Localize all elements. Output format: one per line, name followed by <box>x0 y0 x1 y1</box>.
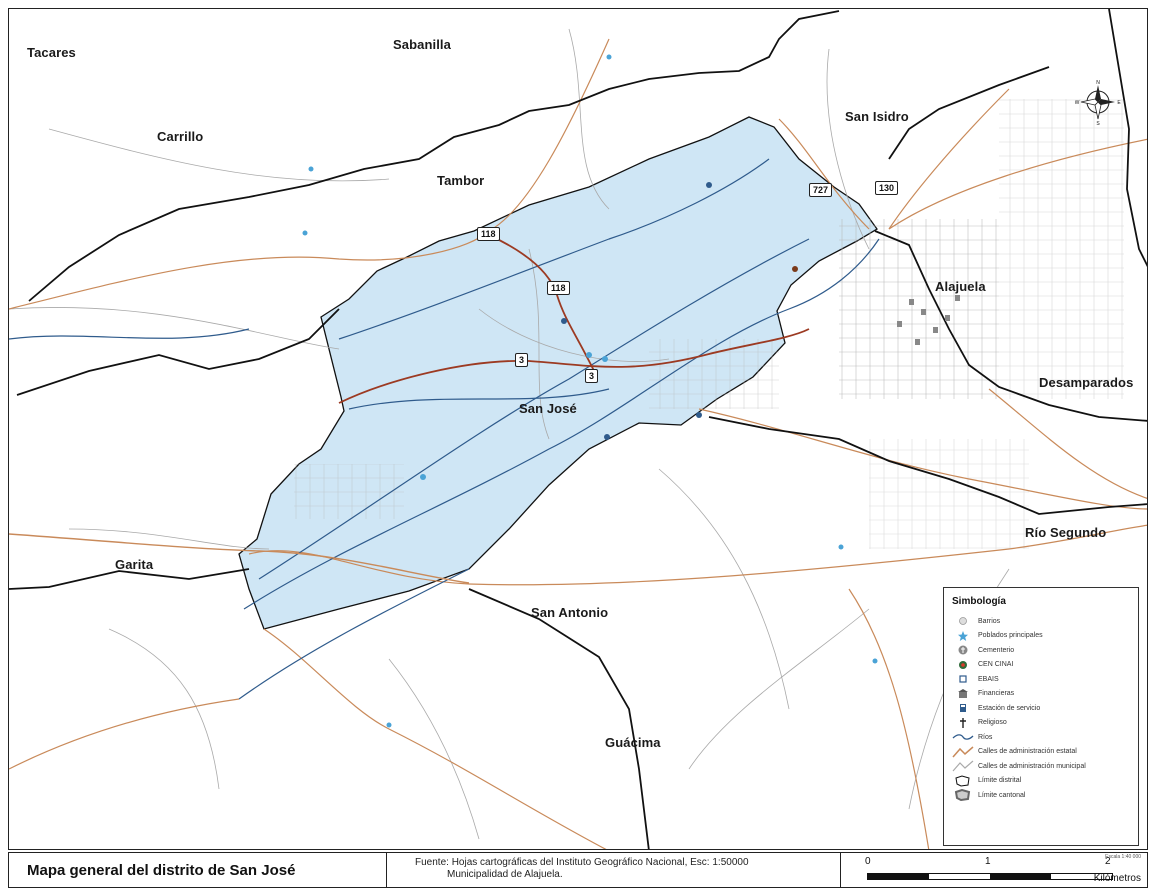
map-title: Mapa general del distrito de San José <box>9 853 387 887</box>
cross-icon <box>952 716 974 730</box>
place-label-desamparados: Desamparados <box>1039 375 1134 390</box>
legend-item-label: Cementerio <box>978 646 1015 654</box>
source-line-2: Municipalidad de Alajuela. <box>447 869 563 880</box>
legend-item-calles-municipal: Calles de administración municipal <box>952 759 1130 774</box>
legend-item-poblados: Poblados principales <box>952 629 1130 644</box>
legend-item-financieras: Financieras <box>952 687 1130 702</box>
route-shield-727: 727 <box>809 183 833 197</box>
cemetery-icon <box>952 643 974 657</box>
canton-boundaries <box>9 9 1147 849</box>
scale-bar-panel: 0 1 2 Escala 1:40 000 Kilómetros <box>841 853 1147 887</box>
legend-item-label: Estación de servicio <box>978 704 1041 712</box>
route-shield-118: 118 <box>547 281 570 295</box>
compass-south: S <box>1096 121 1100 125</box>
compass-rose-icon: N S E W <box>1075 80 1121 125</box>
legend-item-label: Límite cantonal <box>978 791 1026 799</box>
legend-item-label: Barrios <box>978 617 1001 625</box>
compass-west: W <box>1075 100 1080 106</box>
star-icon <box>952 629 974 643</box>
scale-label-1: 1 <box>985 856 991 867</box>
legend-item-label: CEN CINAI <box>978 661 1014 669</box>
map-frame: Tacares Sabanilla Carrillo Tambor San Is… <box>8 8 1148 850</box>
highway-interamericana <box>9 533 470 584</box>
place-label-san-jose: San José <box>519 401 577 416</box>
scale-label-0: 0 <box>865 856 871 867</box>
legend-item-label: EBAIS <box>978 675 999 683</box>
street-grid-alajuela <box>839 219 999 399</box>
legend-item-limite-cantonal: Límite cantonal <box>952 788 1130 803</box>
compass-east: E <box>1117 100 1121 106</box>
place-label-garita: Garita <box>115 557 154 572</box>
bank-icon <box>952 687 974 701</box>
cen-cinai-icon <box>952 658 974 672</box>
legend-item-barrios: Barrios <box>952 614 1130 629</box>
route-shield-130: 130 <box>875 181 899 195</box>
river-icon <box>952 730 974 744</box>
legend-item-label: Religioso <box>978 719 1007 727</box>
place-label-tacares: Tacares <box>27 45 76 60</box>
ebais-icon <box>952 672 974 686</box>
place-label-carrillo: Carrillo <box>157 129 204 144</box>
legend-item-label: Poblados principales <box>978 632 1043 640</box>
legend-title: Simbología <box>952 596 1006 607</box>
rivers <box>9 158 880 700</box>
legend-item-label: Límite distrital <box>978 777 1022 785</box>
scale-label-2: 2 <box>1105 856 1111 867</box>
legend-panel: Simbología Barrios Poblados principales … <box>943 587 1139 846</box>
barrio-icon <box>952 614 974 628</box>
route-shield-3: 3 <box>515 353 529 367</box>
street-grid-rio-segundo <box>869 439 1029 549</box>
district-boundary-icon <box>952 774 974 788</box>
route-shield-3: 3 <box>585 369 599 383</box>
highway-route-118 <box>488 234 598 378</box>
legend-item-label: Calles de administración municipal <box>978 762 1086 770</box>
place-label-tambor: Tambor <box>437 173 485 188</box>
map-footer: Mapa general del distrito de San José Fu… <box>8 852 1148 888</box>
place-label-san-antonio: San Antonio <box>531 605 609 620</box>
street-grid-district-west <box>294 464 404 519</box>
legend-item-label: Financieras <box>978 690 1015 698</box>
legend-item-rios: Ríos <box>952 730 1130 745</box>
source-line-1: Fuente: Hojas cartográficas del Institut… <box>415 857 749 868</box>
legend-item-ebais: EBAIS <box>952 672 1130 687</box>
route-shield-118: 118 <box>477 227 500 241</box>
street-grid-desamparados <box>999 99 1124 399</box>
legend-item-cementerio: Cementerio <box>952 643 1130 658</box>
poi-markers <box>302 54 960 728</box>
state-road-icon <box>952 745 974 759</box>
legend-item-label: Ríos <box>978 733 993 741</box>
highway-route-3 <box>338 328 810 404</box>
scale-bar <box>867 873 1113 880</box>
state-roads <box>9 38 1147 849</box>
place-label-guacima: Guácima <box>605 735 661 750</box>
place-label-rio-segundo: Río Segundo <box>1025 525 1107 540</box>
district-san-jose-area <box>238 116 878 630</box>
gas-station-icon <box>952 701 974 715</box>
place-label-san-isidro: San Isidro <box>845 109 909 124</box>
legend-item-limite-distrital: Límite distrital <box>952 774 1130 789</box>
legend-item-label: Calles de administración estatal <box>978 748 1077 756</box>
place-label-sabanilla: Sabanilla <box>393 37 451 52</box>
street-grid-district-east <box>649 339 779 409</box>
place-label-alajuela: Alajuela <box>935 279 986 294</box>
legend-item-calles-estatal: Calles de administración estatal <box>952 745 1130 760</box>
legend-item-religioso: Religioso <box>952 716 1130 731</box>
scale-unit: Kilómetros <box>1093 873 1141 884</box>
canton-boundary-icon <box>952 788 974 802</box>
map-canvas <box>9 9 1147 849</box>
map-source: Fuente: Hojas cartográficas del Institut… <box>387 853 841 887</box>
legend-item-cen-cinai: CEN CINAI <box>952 658 1130 673</box>
compass-north: N <box>1096 80 1100 86</box>
municipal-road-icon <box>952 759 974 773</box>
scale-note: Escala 1:40 000 <box>1105 854 1141 860</box>
legend-item-estacion: Estación de servicio <box>952 701 1130 716</box>
